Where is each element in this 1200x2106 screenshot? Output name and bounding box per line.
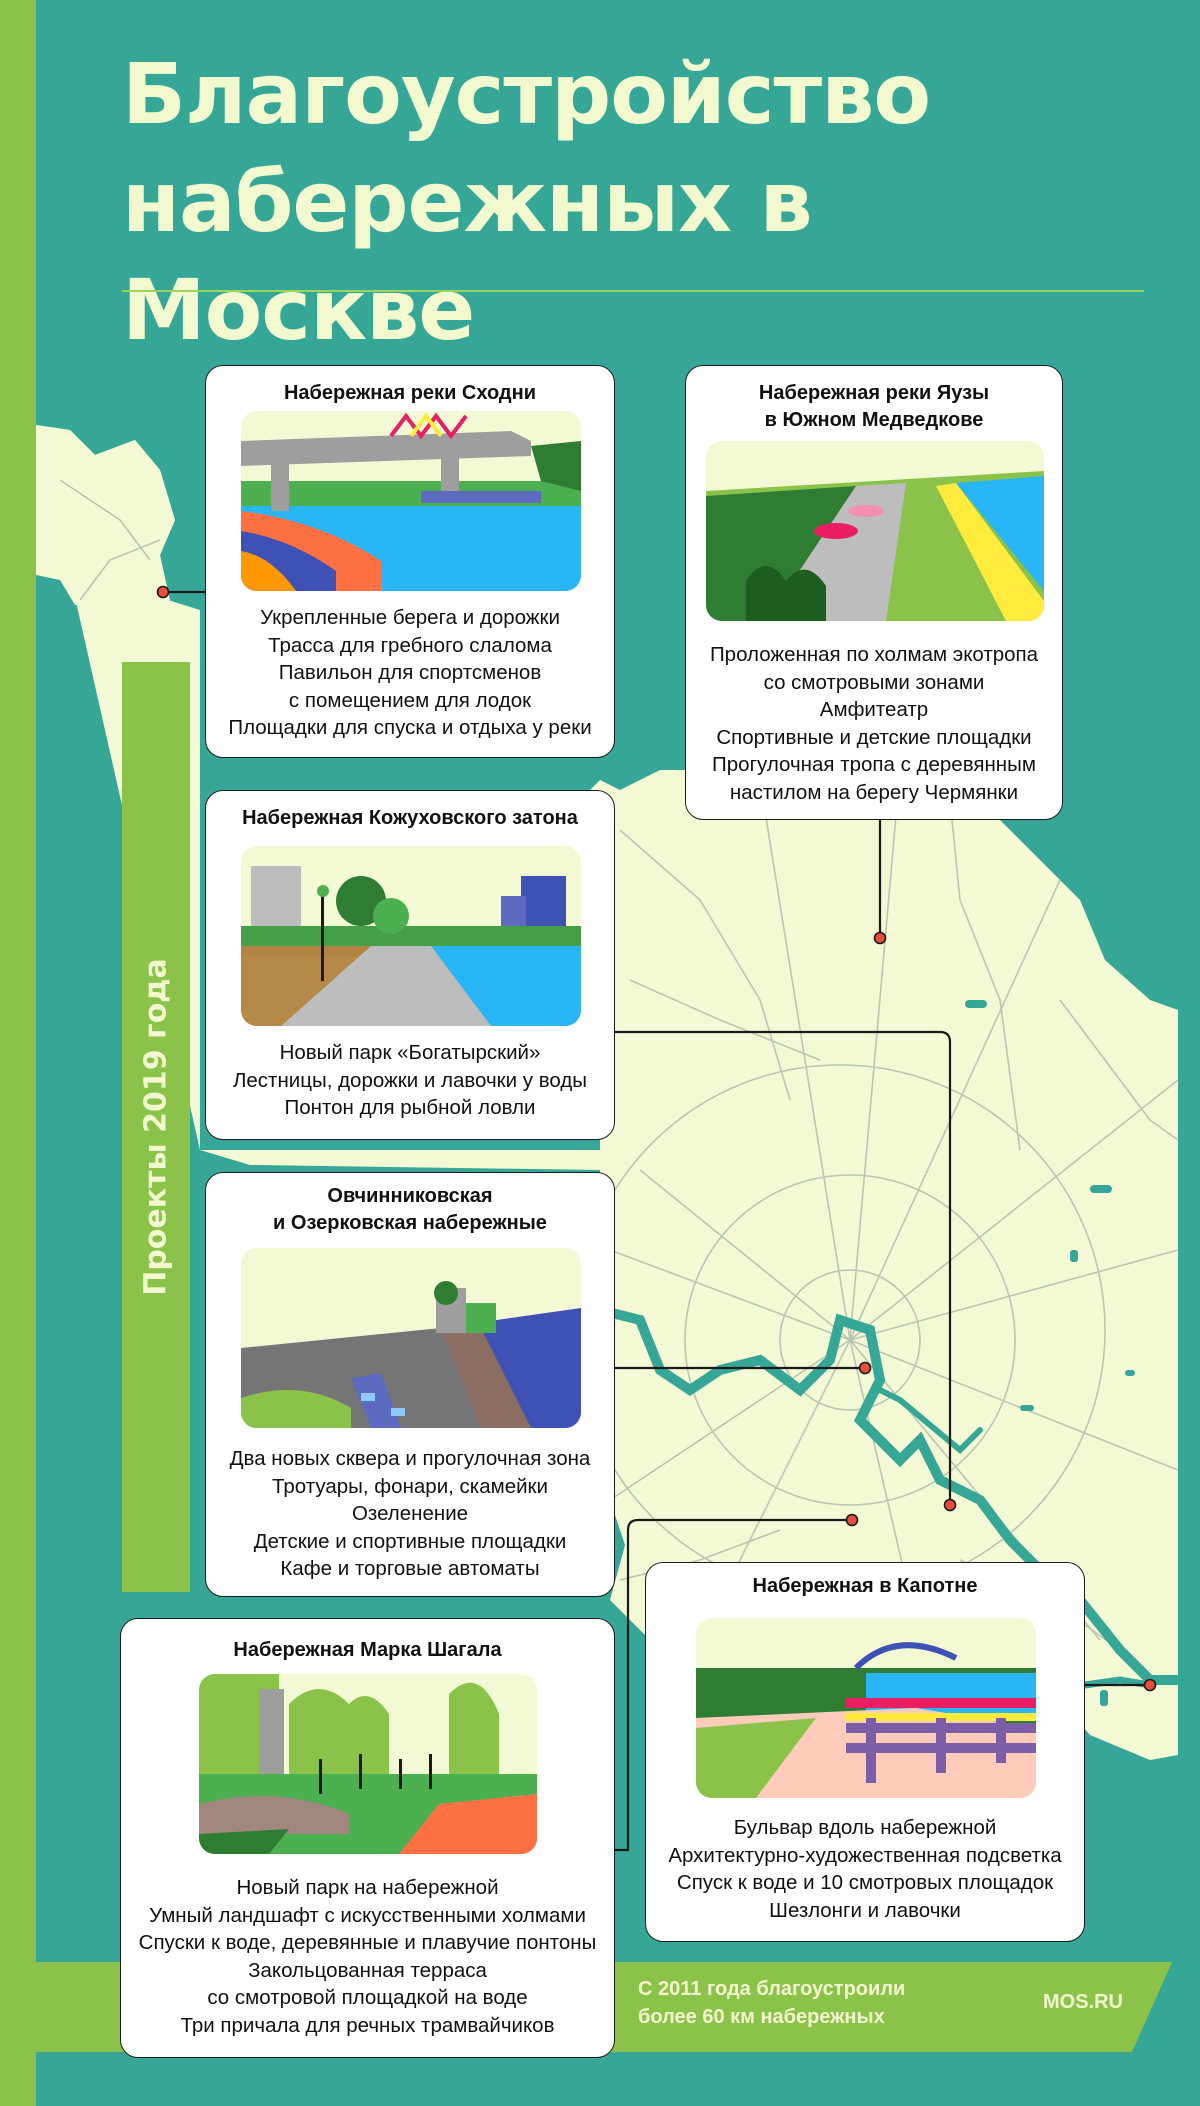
card-title: Набережная Кожуховского затона [242,807,578,829]
card-skhodnya: Набережная реки Сходни Укрепленные берег… [205,365,615,758]
marker-kozhukhovo [943,1498,957,1512]
card-title: Овчинниковская и Озерковская набережные [273,1185,547,1234]
page-title: Благоустройство набережных в Москве [122,40,1162,364]
shagal-illustration [199,1674,537,1854]
card-kozhukhovo: Набережная Кожуховского затона Новый пар… [205,790,615,1140]
marker-yauza [873,931,887,945]
ovchinnikovskaya-illustration [241,1248,581,1428]
card-title: Набережная реки Сходни [283,382,537,404]
north-west-area [36,425,175,610]
card-yauza: Набережная реки Яузы в Южном Медведкове … [685,365,1063,820]
connector-lines [165,590,1150,1852]
marker-shagal [845,1513,859,1527]
yauza-illustration [706,441,1044,621]
title-line-2: набережных в Москве [122,153,813,359]
map-ponds [965,1000,1135,1706]
kapotnya-illustration [696,1618,1036,1798]
card-description: Новый парк на набережной Умный ландшафт … [138,1876,597,2037]
card-shagal: Набережная Марка Шагала Новый парк на на… [120,1618,615,2058]
card-title: Набережная Марка Шагала [233,1639,502,1661]
left-accent-stripe [0,0,36,2106]
card-description: Бульвар вдоль набережной Архитектурно-ху… [668,1816,1062,1922]
skhodnya-illustration [241,411,581,591]
card-description: Новый парк «Богатырский» Лестницы, дорож… [232,1041,588,1119]
card-kapotnya: Набережная в Капотне Бульвар вдоль набер… [645,1562,1085,1942]
title-line-1: Благоустройство [122,45,931,143]
year-band [122,662,190,1592]
title-divider [122,290,1144,292]
marker-skhodnya [156,585,170,599]
marker-ovchinnikovskaya [858,1361,872,1375]
card-description: Укрепленные берега и дорожки Трасса для … [228,606,592,739]
marker-kapotnya [1143,1678,1157,1692]
card-description: Проложенная по холмам экотропа со смотро… [709,643,1039,804]
card-ovchinnikovskaya: Овчинниковская и Озерковская набережные … [205,1172,615,1597]
card-description: Два новых сквера и прогулочная зона Трот… [229,1447,591,1580]
kozhukhovo-illustration [241,846,581,1026]
footer-statistic: С 2011 года благоустроили более 60 км на… [638,1978,906,2028]
card-title: Набережная в Капотне [752,1575,978,1597]
location-markers [156,585,1157,1692]
card-title: Набережная реки Яузы в Южном Медведкове [758,382,990,431]
brand-logo: MOS.RU [1043,1991,1123,2013]
year-label: Проекты 2019 года [138,958,174,1296]
